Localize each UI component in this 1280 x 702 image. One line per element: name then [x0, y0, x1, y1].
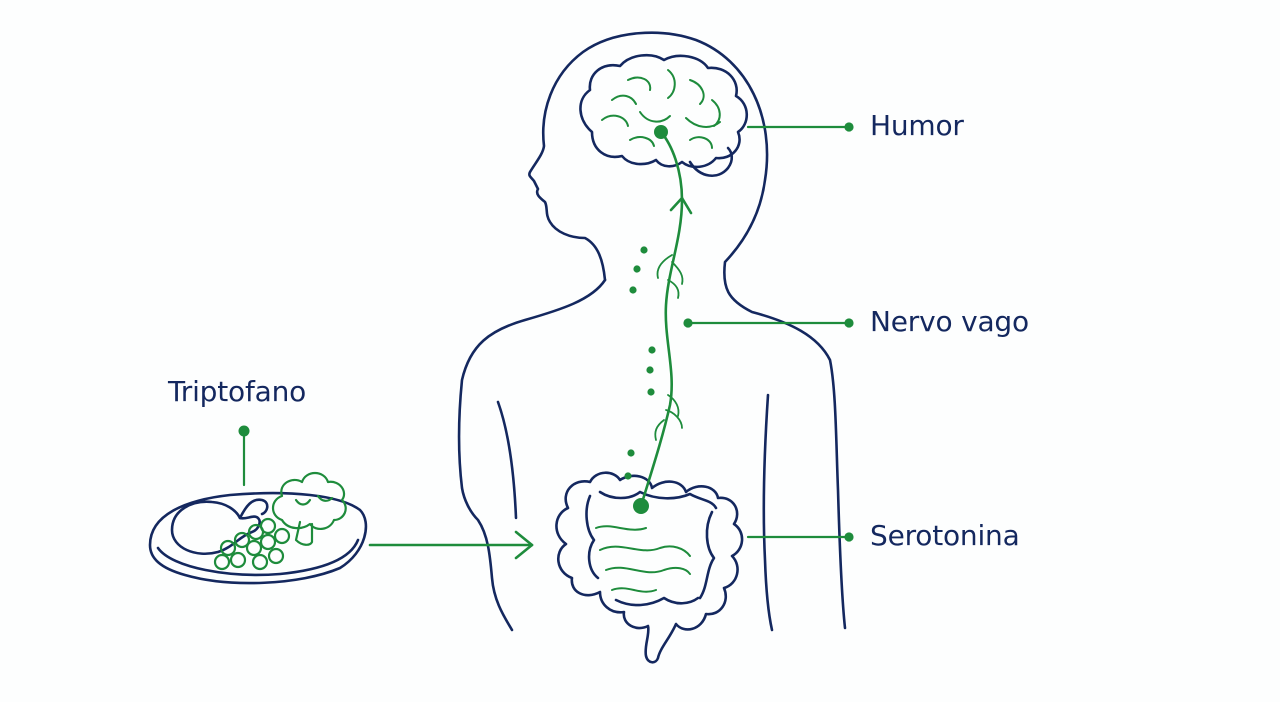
humor-leader-dot	[844, 122, 854, 132]
brain-fold-3	[667, 69, 676, 99]
nerve-branch-1	[656, 254, 673, 279]
nerve-branch-5	[665, 409, 683, 429]
brain-fold-8	[685, 117, 721, 128]
body-left-outline	[457, 278, 607, 632]
pea	[229, 551, 247, 569]
brain-outline	[579, 53, 749, 169]
brain-fold-2	[627, 76, 652, 91]
signal-dot	[640, 246, 648, 254]
large-intestine-outline	[555, 471, 744, 664]
pea	[245, 539, 263, 557]
head-profile-outline	[528, 31, 847, 630]
pea	[259, 533, 277, 551]
pea	[259, 517, 277, 535]
gut-node-dot	[633, 498, 649, 514]
brain-fold-7	[639, 111, 671, 123]
pea	[213, 553, 231, 571]
signal-dot	[629, 286, 637, 294]
pea	[233, 531, 251, 549]
small-intestine-loop-3	[611, 587, 657, 593]
intestine-inner-top-outline	[598, 490, 718, 510]
small-intestine-loop-4	[595, 525, 647, 531]
cerebellum-outline	[688, 146, 734, 177]
brain-fold-4	[689, 79, 705, 105]
signal-dot	[647, 388, 655, 396]
intestine-inner-bottom-outline	[614, 596, 700, 607]
intestine-inner-right-outline	[698, 510, 716, 600]
label-vagus-nerve: Nervo vago	[870, 305, 1029, 338]
chicken-leg-bone	[238, 498, 269, 520]
signal-dot	[633, 265, 641, 273]
nerve-branch-2	[671, 261, 684, 285]
plate-rim	[156, 538, 360, 577]
signal-dot	[646, 366, 654, 374]
small-intestine-loop-1	[599, 545, 691, 557]
tryptophan-leader-dot	[238, 425, 250, 437]
label-serotonin: Serotonina	[870, 519, 1020, 552]
signal-dot	[624, 472, 632, 480]
broccoli-stem	[294, 520, 314, 546]
right-arm-inner-outline	[762, 393, 774, 632]
label-humor: Humor	[870, 109, 964, 142]
pea	[267, 547, 285, 565]
vagus-leader-dot	[683, 318, 693, 328]
broccoli-floret-lines	[294, 494, 334, 506]
vagus-nerve-path	[639, 130, 684, 508]
nerve-branch-4	[667, 394, 680, 417]
brain-fold-9	[629, 136, 655, 147]
intestine-inner-left-outline	[585, 494, 600, 580]
vagus-label-dot	[844, 318, 854, 328]
brain-node-dot	[654, 125, 668, 139]
brain-fold-10	[689, 136, 713, 149]
plate-outline	[148, 491, 368, 585]
pea	[219, 539, 237, 557]
food-to-gut-arrowhead	[514, 530, 534, 560]
nerve-branch-3	[667, 279, 680, 299]
nerve-branch-6	[654, 419, 665, 441]
serotonin-leader-dot	[844, 532, 854, 542]
small-intestine-loop-2	[605, 566, 691, 575]
vagus-nerve-arrowhead	[669, 196, 693, 215]
brain-fold-6	[601, 114, 629, 127]
signal-dot	[627, 449, 635, 457]
pea	[251, 553, 269, 571]
left-arm-inner-outline	[496, 400, 518, 520]
label-tryptophan: Triptofano	[168, 375, 307, 408]
brain-fold-1	[611, 94, 637, 105]
chicken-leg-body	[170, 500, 261, 556]
signal-dot	[648, 346, 656, 354]
pea	[273, 527, 291, 545]
